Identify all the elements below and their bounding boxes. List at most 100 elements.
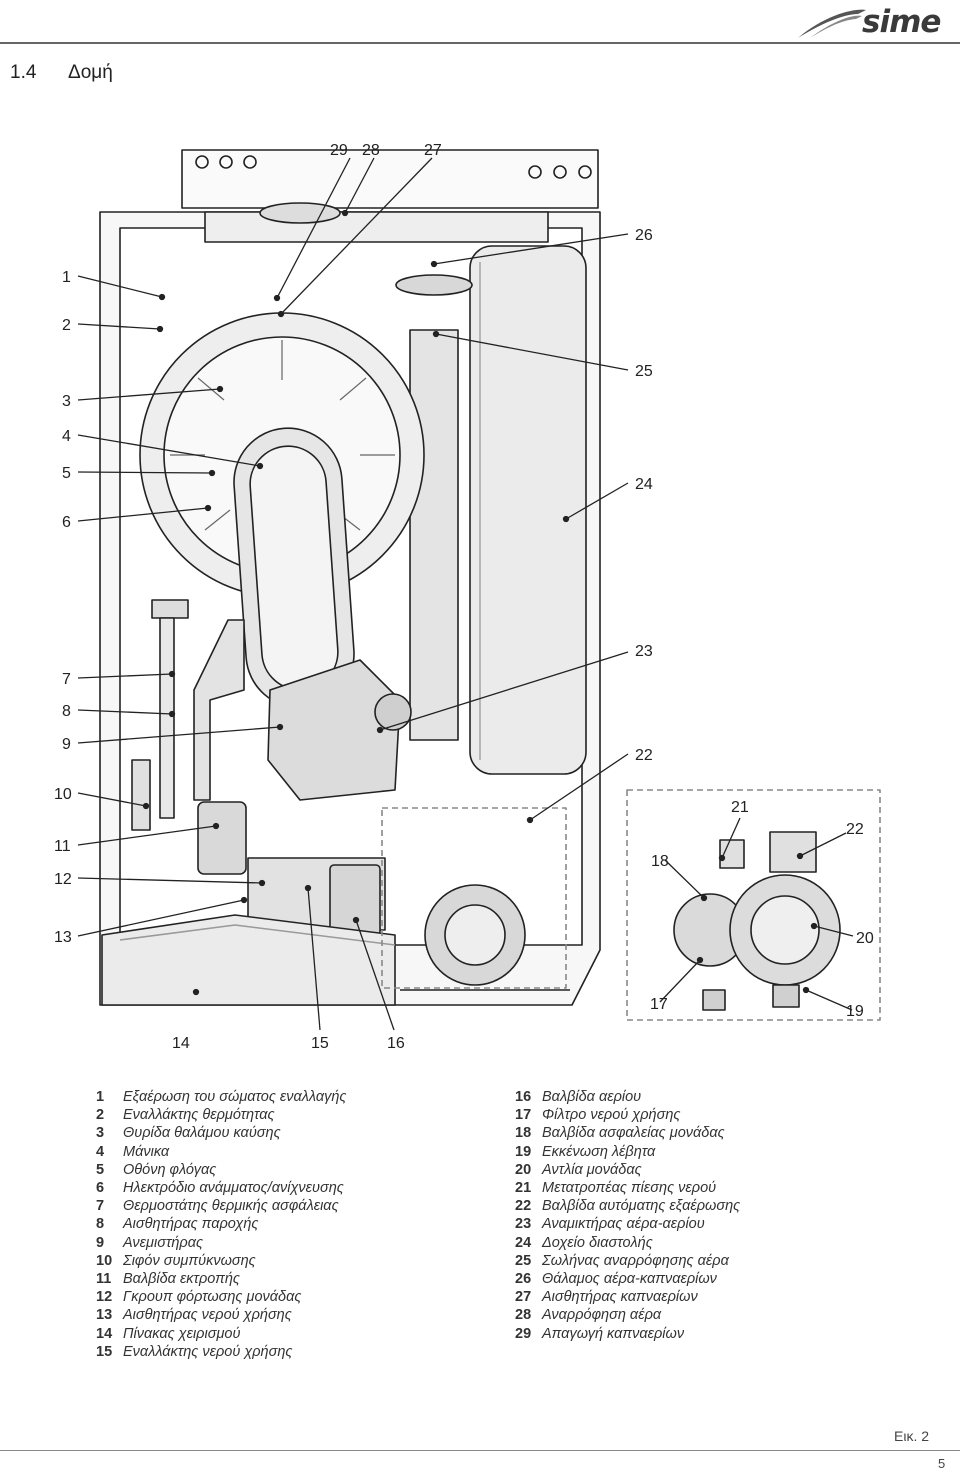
legend-number: 2 [96, 1107, 105, 1124]
section-heading: Δομή [68, 62, 113, 83]
callout-23: 23 [635, 643, 653, 660]
legend-item: 1 Εξαέρωση του σώματος εναλλαγής [96, 1088, 346, 1106]
legend-item: 16 Βαλβίδα αερίου [515, 1088, 740, 1106]
air-intake-pipe [409, 329, 459, 741]
legend-number: 20 [515, 1161, 532, 1178]
legend-text: Εναλλάκτης θερμότητας [123, 1107, 275, 1124]
legend-text: Δοχείο διαστολής [542, 1234, 653, 1251]
legend-text: Εξαέρωση του σώματος εναλλαγής [123, 1089, 347, 1105]
callout-10: 10 [54, 786, 72, 803]
legend-text: Εκκένωση λέβητα [542, 1143, 656, 1160]
legend-item: 14 Πίνακας χειρισμού [96, 1325, 346, 1343]
mounting-bracket [181, 149, 599, 209]
legend-number: 3 [96, 1125, 105, 1142]
legend-number: 9 [96, 1234, 105, 1251]
legend-text: Φίλτρο νερού χρήσης [542, 1107, 681, 1124]
legend-number: 25 [515, 1252, 532, 1269]
callout-19: 19 [846, 1003, 864, 1020]
legend-item: 8 Αισθητήρας παροχής [96, 1215, 346, 1233]
sime-logo-swoosh [798, 9, 866, 38]
legend-number: 14 [96, 1325, 113, 1342]
legend-number: 7 [96, 1198, 105, 1215]
legend-number: 19 [515, 1143, 532, 1160]
legend-item: 21 Μετατροπέας πίεσης νερού [515, 1179, 740, 1197]
legend-text: Αισθητήρας νερού χρήσης [123, 1307, 292, 1324]
legend-number: 29 [515, 1325, 532, 1342]
legend-text: Αισθητήρας παροχής [123, 1216, 259, 1233]
legend-item: 4 Μάνικα [96, 1143, 346, 1161]
legend-text: Αναρρόφηση αέρα [542, 1307, 662, 1324]
legend-number: 1 [96, 1089, 105, 1105]
callout-27: 27 [424, 142, 442, 159]
legend-item: 23 Αναμικτήρας αέρα-αερίου [515, 1215, 740, 1233]
legend-text: Σιφόν συμπύκνωσης [123, 1252, 256, 1269]
legend-number: 6 [96, 1180, 105, 1197]
legend-text: Οθόνη φλόγας [123, 1161, 217, 1178]
legend-text: Μετατροπέας πίεσης νερού [542, 1180, 717, 1197]
legend-number: 11 [96, 1271, 112, 1288]
fan [267, 659, 401, 801]
legend-item: 13 Αισθητήρας νερού χρήσης [96, 1306, 346, 1324]
legend-number: 18 [515, 1125, 532, 1142]
callout-6: 6 [62, 514, 71, 531]
callout-21: 21 [731, 799, 749, 816]
legend-number: 12 [96, 1289, 113, 1306]
callout-22: 22 [635, 747, 653, 764]
section-title: 1.4 Δομή [10, 62, 113, 84]
legend-number: 23 [515, 1216, 532, 1233]
legend-text: Βαλβίδα αερίου [542, 1089, 642, 1105]
legend-text: Θυρίδα θαλάμου καύσης [123, 1125, 281, 1142]
section-number: 1.4 [10, 62, 37, 83]
callout-16: 16 [387, 1035, 405, 1052]
callout-5: 5 [62, 465, 71, 482]
legend-text: Γκρουπ φόρτωσης μονάδας [123, 1289, 302, 1306]
legend-text: Αισθητήρας καπναερίων [542, 1289, 698, 1306]
callout-12: 12 [54, 871, 72, 888]
legend-number: 21 [515, 1180, 532, 1197]
legend-number: 8 [96, 1216, 105, 1233]
condensation-siphon [131, 759, 151, 831]
legend-text: Θάλαμος αέρα-καπναερίων [542, 1271, 717, 1288]
callout-26: 26 [635, 227, 653, 244]
legend-item: 17 Φίλτρο νερού χρήσης [515, 1106, 740, 1124]
legend-text: Πίνακας χειρισμού [123, 1325, 241, 1342]
footer-rule [0, 1450, 960, 1451]
callout-24: 24 [635, 476, 653, 493]
legend-item: 18 Βαλβίδα ασφαλείας μονάδας [515, 1124, 740, 1142]
callout-11: 11 [54, 838, 71, 855]
legend-text: Βαλβίδα ασφαλείας μονάδας [542, 1125, 725, 1142]
callout-18: 18 [651, 853, 669, 870]
legend-text: Εναλλάκτης νερού χρήσης [123, 1343, 293, 1360]
legend-number: 15 [96, 1343, 113, 1360]
legend-number: 13 [96, 1307, 113, 1324]
callout-1: 1 [62, 269, 71, 286]
callout-14: 14 [172, 1035, 190, 1052]
legend-text: Μάνικα [123, 1143, 170, 1160]
callout-22-detail: 22 [846, 821, 864, 838]
legend-number: 27 [515, 1289, 532, 1306]
air-flue-chamber [204, 211, 549, 243]
legend-number: 4 [96, 1143, 105, 1160]
legend-number: 17 [515, 1107, 532, 1124]
callout-15: 15 [311, 1035, 329, 1052]
callout-9: 9 [62, 736, 71, 753]
legend-number: 24 [515, 1234, 532, 1251]
legend-text: Ανεμιστήρας [123, 1234, 204, 1251]
legend-text: Αναμικτήρας αέρα-αερίου [542, 1216, 705, 1233]
callout-2: 2 [62, 317, 71, 334]
legend-item: 9 Ανεμιστήρας [96, 1234, 346, 1252]
legend-number: 16 [515, 1089, 532, 1105]
legend-item: 2 Εναλλάκτης θερμότητας [96, 1106, 346, 1124]
header-rule [0, 42, 960, 44]
legend-item: 27 Αισθητήρας καπναερίων [515, 1288, 740, 1306]
callout-4: 4 [62, 428, 71, 445]
